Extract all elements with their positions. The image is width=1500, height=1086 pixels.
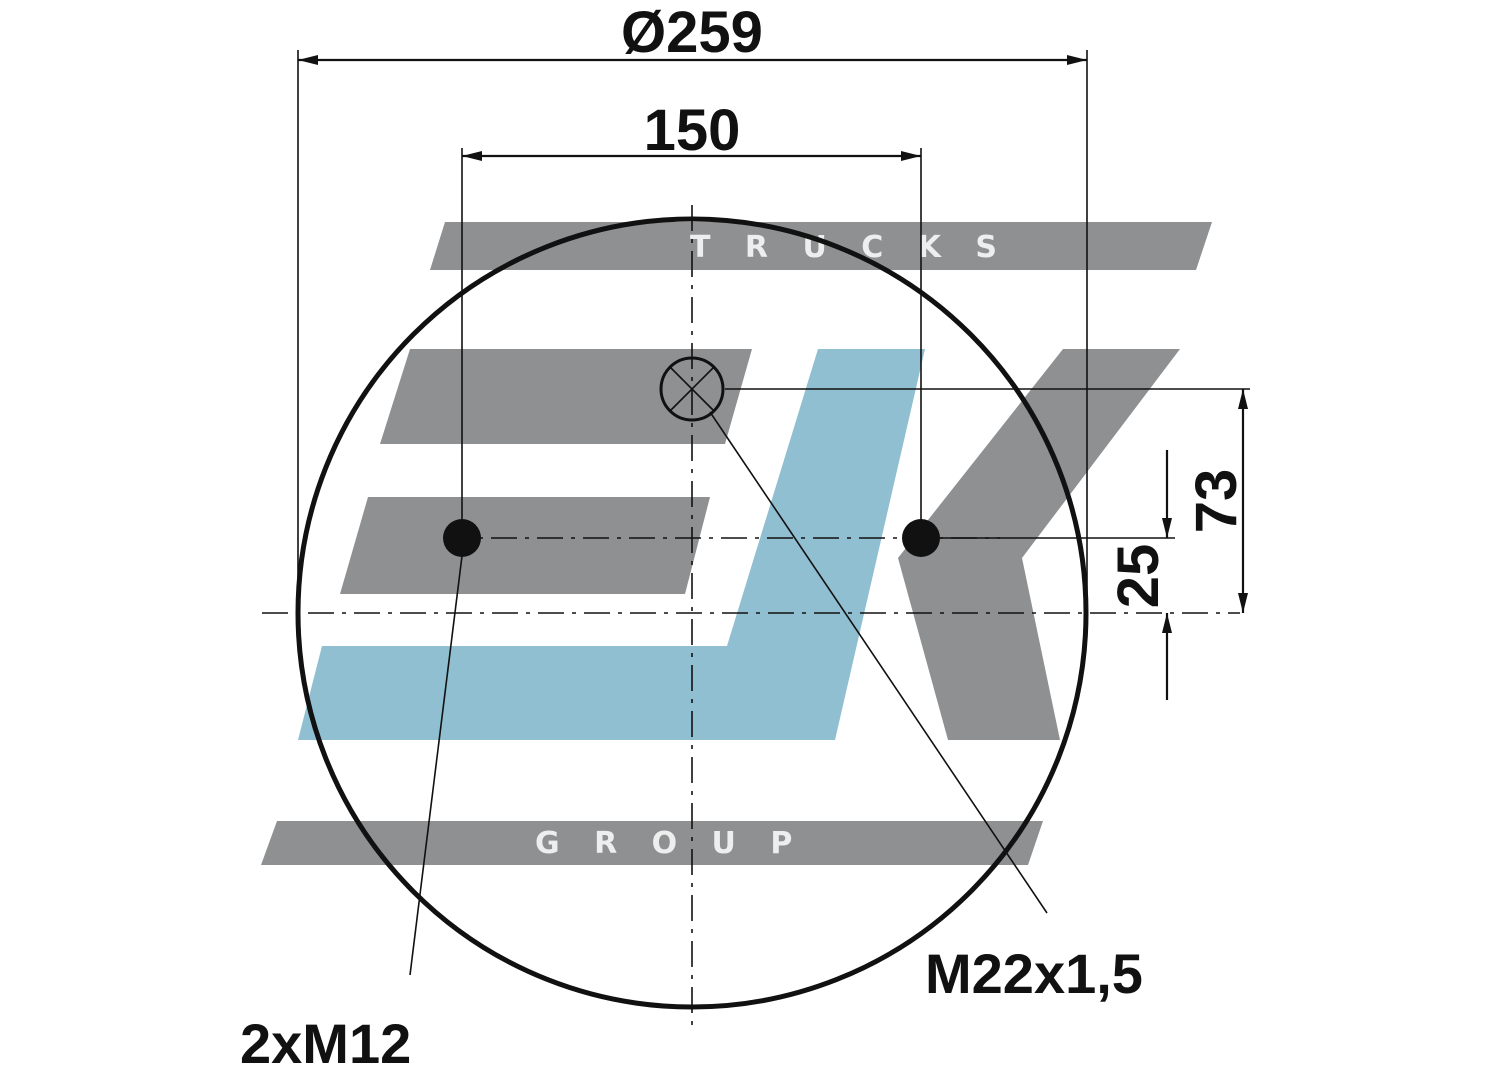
watermark-logo: T R U C K S G R O U P (261, 222, 1212, 865)
bolt-leader-line (409, 555, 463, 976)
offset-dimension-73: 73 (1184, 389, 1249, 613)
air-port-cross-2 (669, 366, 715, 412)
air-port-symbol (659, 356, 1250, 422)
bolt-hole-left (443, 519, 481, 557)
watermark-bar-top (430, 222, 1212, 270)
watermark-letter-j (298, 349, 925, 740)
watermark-bottom-word: G R O U P (535, 826, 804, 861)
air-port-circle (659, 356, 725, 422)
offset-73-label: 73 (1184, 469, 1249, 534)
watermark-letter-k (898, 349, 1180, 740)
offset-dimension-25: 25 (1106, 450, 1172, 700)
bolt-hole-right (902, 519, 940, 557)
hole-spacing-dimension: 150 (461, 98, 922, 520)
port-thread-callout: M22x1,5 (925, 942, 1143, 1005)
hole-spacing-label: 150 (644, 98, 741, 163)
watermark-bar-lower (340, 497, 710, 594)
bolt-thread-callout: 2xM12 (240, 1012, 411, 1075)
port-leader-line (709, 411, 1048, 914)
watermark-top-word: T R U C K S (690, 230, 1009, 265)
offset-25-label: 25 (1106, 544, 1171, 609)
watermark-bar-middle (380, 349, 752, 444)
watermark-bar-bottom (261, 821, 1043, 865)
diameter-label: Ø259 (621, 0, 763, 65)
diameter-dimension: Ø259 (297, 0, 1088, 600)
